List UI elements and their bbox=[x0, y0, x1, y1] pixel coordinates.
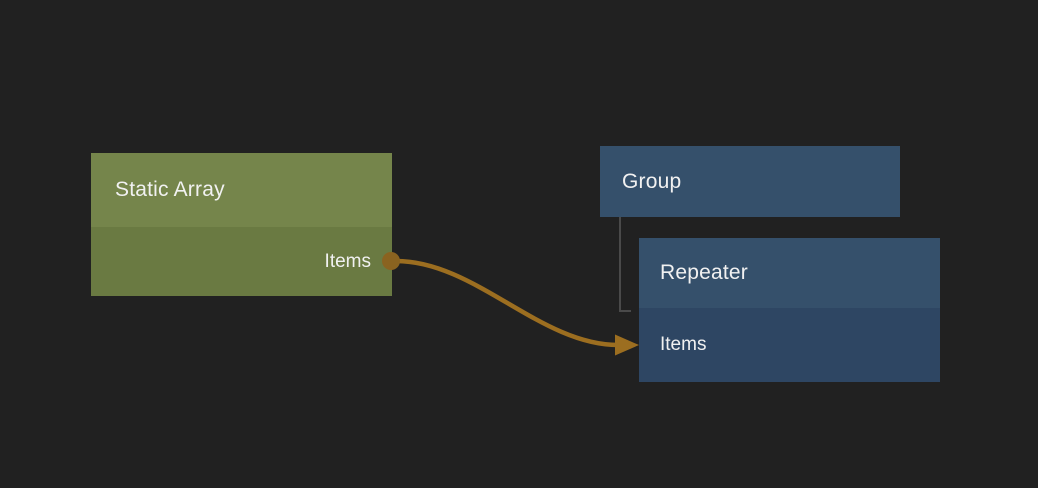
port-label-items-output: Items bbox=[324, 250, 371, 272]
node-repeater-title: Repeater bbox=[660, 261, 748, 284]
connection-wire[interactable] bbox=[393, 258, 621, 348]
port-row-items-input[interactable]: Items bbox=[660, 334, 940, 356]
node-group-title: Group bbox=[622, 169, 682, 193]
node-static-array-title: Static Array bbox=[115, 178, 225, 201]
node-repeater[interactable]: Repeater Items bbox=[639, 238, 940, 382]
port-label-items-input: Items bbox=[660, 334, 707, 355]
node-group-header[interactable]: Group bbox=[600, 146, 900, 217]
node-static-array-header[interactable]: Static Array bbox=[91, 153, 392, 227]
hierarchy-connector-line bbox=[619, 217, 631, 312]
node-static-array-body: Items bbox=[91, 227, 392, 296]
node-repeater-header[interactable]: Repeater bbox=[639, 238, 940, 308]
node-static-array[interactable]: Static Array Items bbox=[91, 153, 392, 296]
port-row-items-output[interactable]: Items bbox=[91, 251, 371, 273]
node-group[interactable]: Group bbox=[600, 146, 900, 217]
node-repeater-body: Items bbox=[639, 308, 940, 382]
